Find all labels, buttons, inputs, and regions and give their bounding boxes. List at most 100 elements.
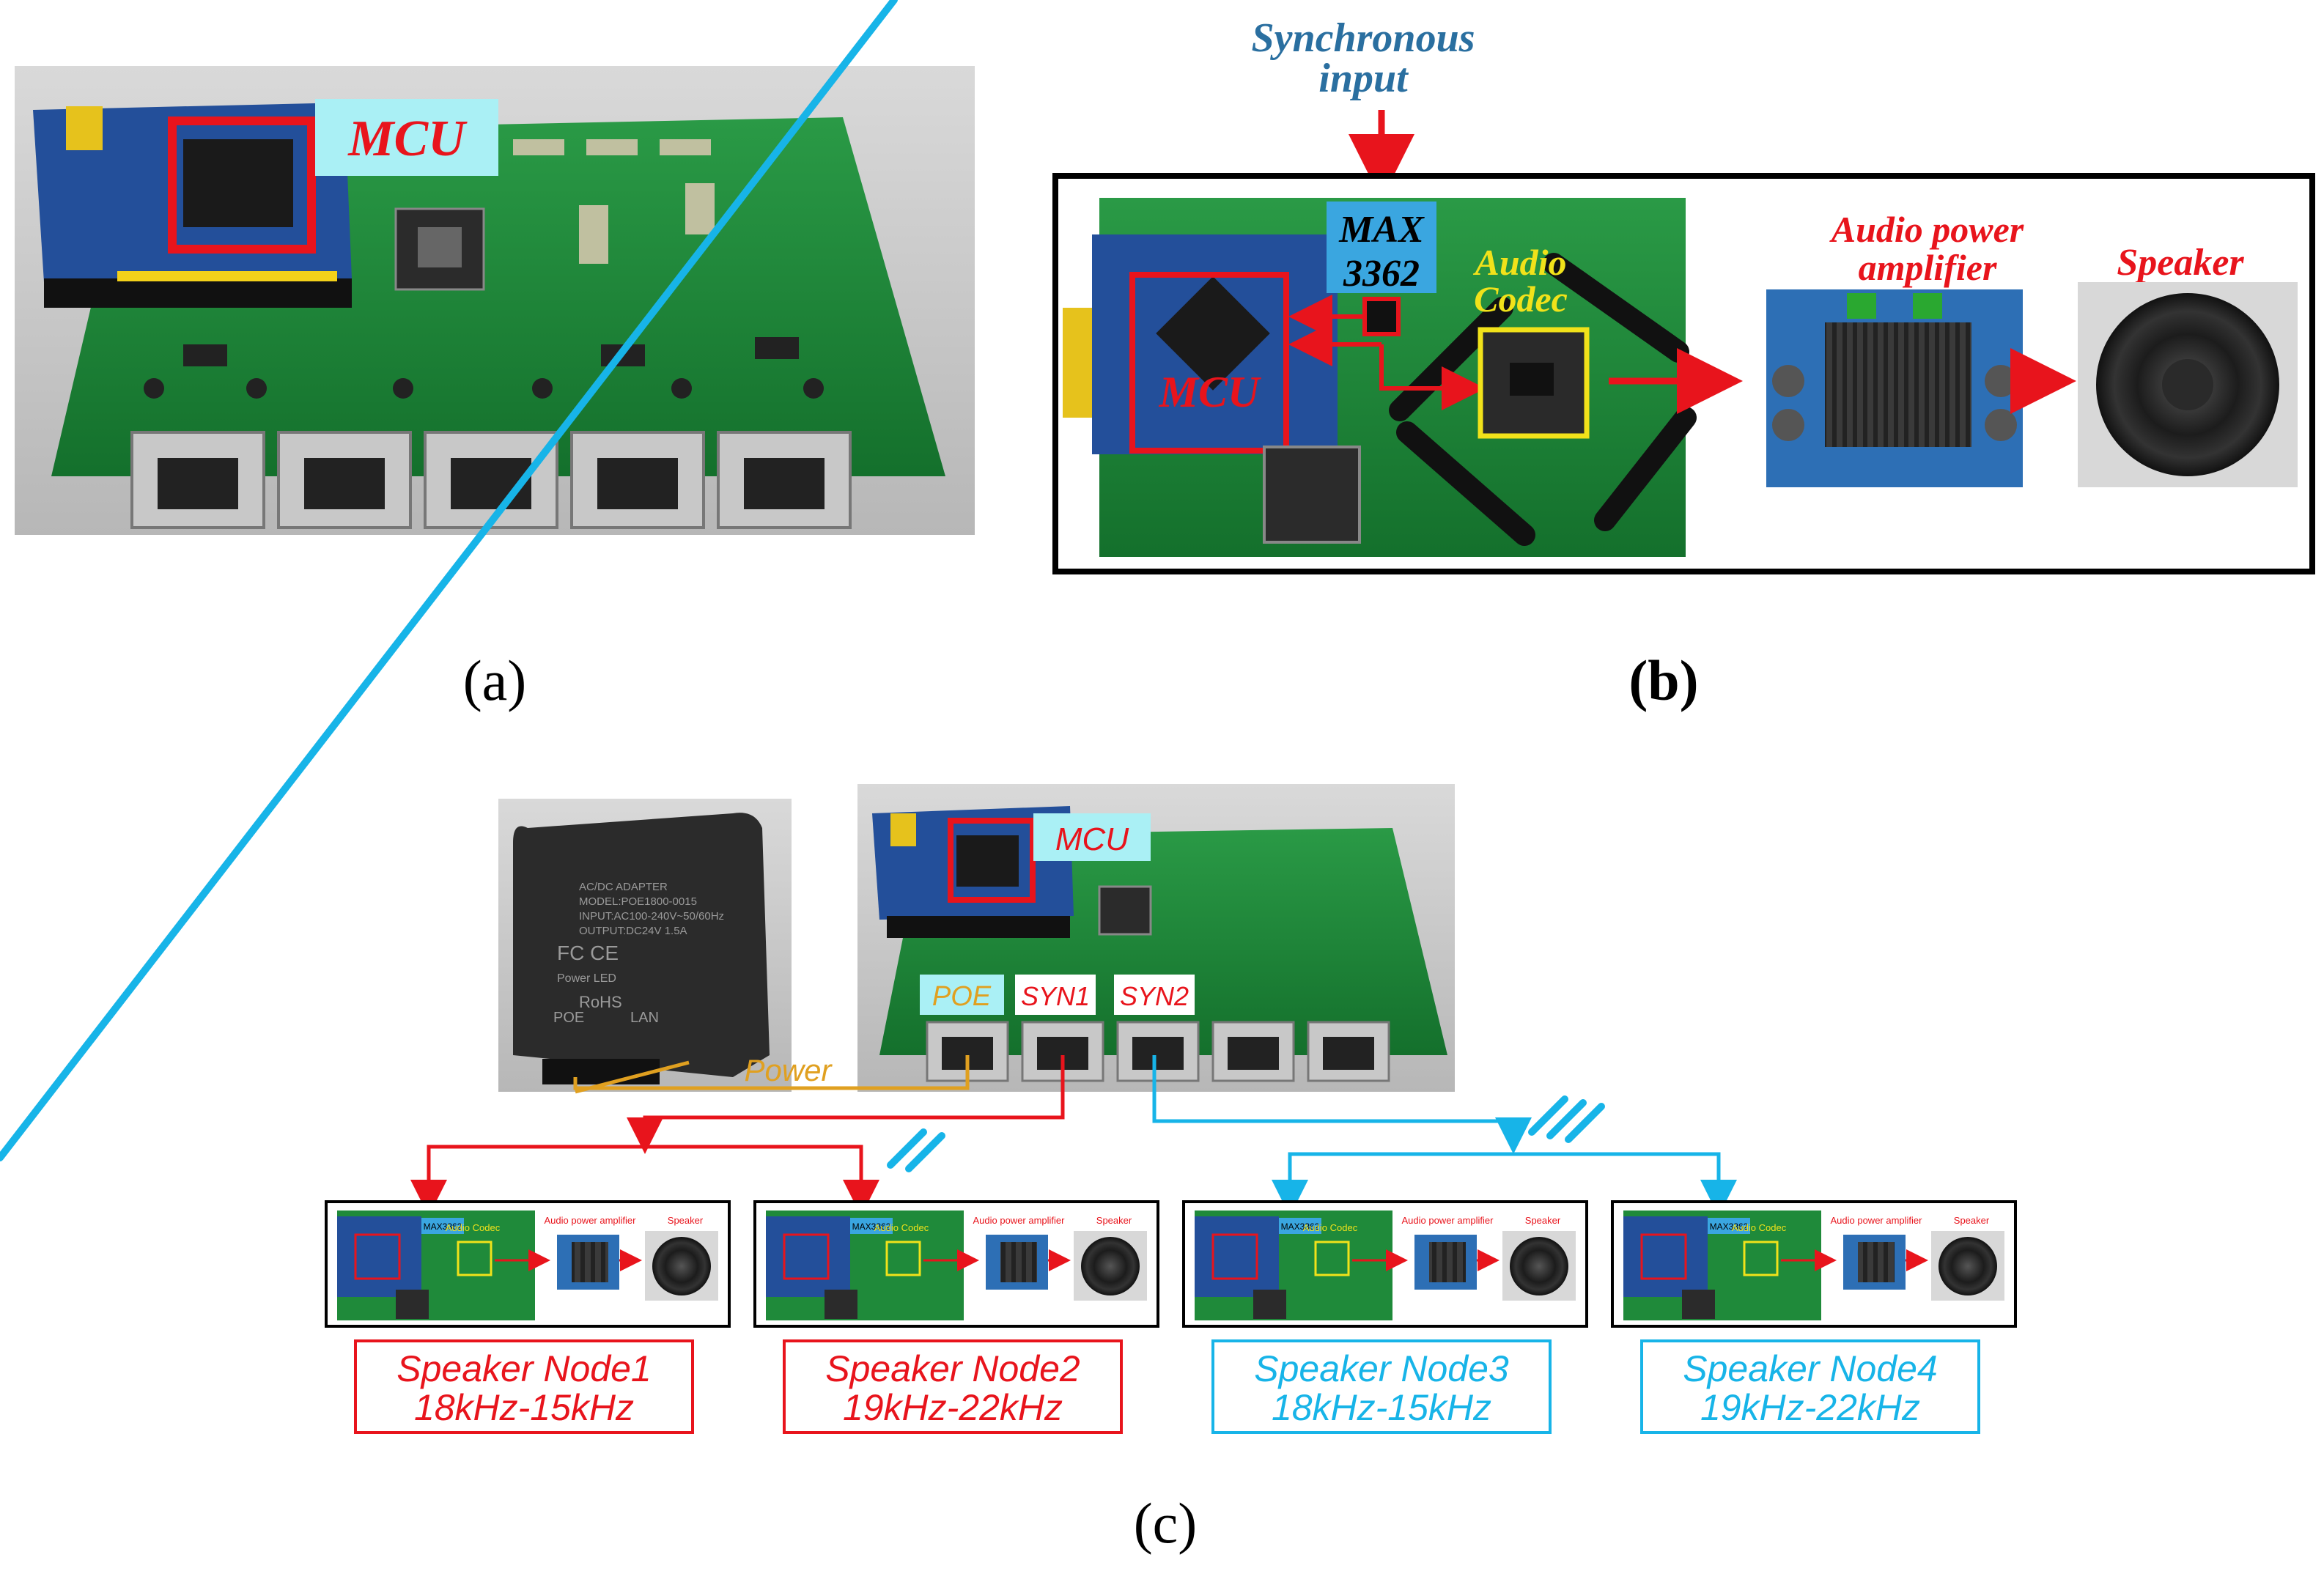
panel-c-syn1-label: SYN1 [1021,981,1090,1011]
node-amp-heatsink [1000,1242,1037,1282]
panel-b-amp-line2: amplifier [1859,247,1997,288]
node-max-label: MAX3362 [424,1221,462,1232]
node-dc-module [1253,1290,1286,1319]
node-amp-heatsink [572,1242,608,1282]
panel-a-mcu-label: MCU [347,111,468,167]
panel-b: Synchronous input MCU MAX 3362 Audio Cod… [1052,15,2315,712]
panel-c-syn2-label-box [1114,975,1195,1015]
node-max-label: MAX3362 [1281,1221,1320,1232]
panel-b-jumper [1063,308,1092,418]
panel-a-inductor [418,227,462,267]
panel-c-jumper [890,813,916,846]
node-max-label: MAX3362 [852,1221,891,1232]
panel-a-mcu-chip [183,139,293,227]
panel-b-mcu-label: MCU [1159,368,1261,416]
panel-b-speaker-label: Speaker [2117,242,2244,284]
node-amp-heatsink [1429,1242,1466,1282]
node-speaker-label: Speaker [1525,1215,1561,1226]
node-band: 18kHz-15kHz [1272,1387,1491,1428]
panel-b-speaker-dustcap [2162,359,2213,410]
panel-b-amp-heatsink [1825,322,1971,447]
node-amp-label: Audio power amplifier [973,1215,1065,1226]
panel-a-yellow-pins [117,271,337,281]
panel-c-rj45-ports [926,1021,1390,1082]
panel-c-syn1-trunk [627,1055,1065,1154]
node-mcu-board [1195,1216,1279,1297]
node-mcu-highlight [1211,1233,1258,1280]
panel-a-header-strip [44,278,352,308]
speaker-icon [1510,1237,1568,1295]
panel-a-pads [513,139,715,264]
node-band: 19kHz-22kHz [843,1387,1063,1428]
panel-c-power-label: Power [744,1053,833,1087]
node-band: 18kHz-15kHz [414,1387,634,1428]
node-band: 19kHz-22kHz [1700,1387,1920,1428]
panel-c-mcu-label-box [1033,813,1151,861]
speaker-icon [1938,1237,1997,1295]
panel-b-dc-module [1263,446,1361,544]
node-speaker-label: Speaker [1096,1215,1132,1226]
panel-b-max-chip [1362,297,1401,336]
panel-c: AC/DC ADAPTER MODEL:POE1800-0015 INPUT:A… [0,0,2017,1555]
panel-c-syn1-label-box [1015,975,1096,1015]
node-codec-label: Audio Codec [446,1222,501,1233]
node-codec-highlight [1314,1241,1350,1276]
node-name: Speaker Node4 [1683,1348,1937,1389]
svg-text:AC/DC ADAPTER: AC/DC ADAPTER [579,881,668,893]
node-codec-highlight [1743,1241,1779,1276]
panel-a-components [144,337,824,399]
panel-b-mcu-chip [1156,276,1270,391]
panel-b-amp-components [1772,293,2017,441]
node-name: Speaker Node2 [825,1348,1080,1389]
node-amp-label: Audio power amplifier [1830,1215,1922,1226]
panel-b-max-label-box [1327,202,1436,293]
panel-b-max-line2: 3362 [1343,253,1420,295]
node-codec-label: Audio Codec [1732,1222,1787,1233]
panel-c-mcu-chip [956,835,1019,887]
panel-b-max-line1: MAX [1338,209,1425,251]
panel-c-header-strip [887,916,1070,938]
panel-c-adapter-poe-port [542,1059,660,1084]
svg-text:FC CE: FC CE [557,942,619,964]
svg-text:MODEL:POE1800-0015: MODEL:POE1800-0015 [579,895,697,908]
svg-text:LAN: LAN [630,1010,659,1026]
node-label-box [354,1339,694,1434]
node-amp-heatsink [1858,1242,1895,1282]
panel-b-codec-chip [1510,363,1554,396]
node-max-box [1279,1218,1321,1234]
panel-c-poe-label-box [920,975,1004,1015]
panel-a-caption: (a) [463,648,527,712]
node-amp-label: Audio power amplifier [1401,1215,1494,1226]
svg-text:INPUT:AC100-240V~50/60Hz: INPUT:AC100-240V~50/60Hz [579,910,724,923]
node-speaker-label: Speaker [1954,1215,1990,1226]
network-cable-icon [0,0,945,1172]
panel-c-syn2-label: SYN2 [1120,981,1189,1011]
node-mcu-board [337,1216,421,1297]
panel-a-mcu-highlight [168,117,316,254]
panel-c-adapter-label-text: AC/DC ADAPTER MODEL:POE1800-0015 INPUT:A… [553,881,724,1026]
svg-text:POE: POE [553,1010,584,1026]
node-mcu-highlight [354,1233,401,1280]
panel-c-caption: (c) [1134,1491,1198,1555]
panel-b-sync-label-line1: Synchronous [1251,15,1475,61]
panel-a-rj45-ports [130,431,852,529]
node-max-label: MAX3362 [1710,1221,1749,1232]
panel-b-amp-line1: Audio power [1829,209,2024,250]
svg-text:RoHS: RoHS [579,993,622,1011]
speaker-icon [1081,1237,1140,1295]
panel-c-syn2-trunk [1152,1055,1532,1154]
node-mcu-board [766,1216,850,1297]
panel-a-jumper [66,106,103,150]
node-label-box [1640,1339,1980,1434]
speaker-icon [652,1237,711,1295]
panel-c-poe-label: POE [932,981,992,1012]
node-speaker-label: Speaker [668,1215,704,1226]
network-cable-icon [1528,1095,1605,1143]
panel-b-header-diamond [1389,253,1697,546]
node-mcu-highlight [1640,1233,1687,1280]
